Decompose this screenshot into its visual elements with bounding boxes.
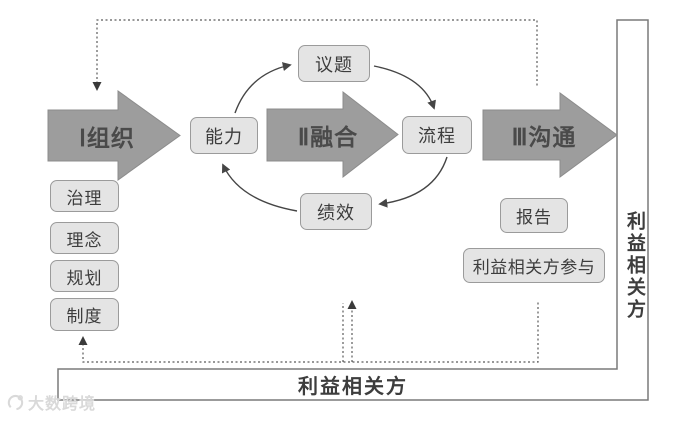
comm-item-report: 报告: [500, 198, 568, 233]
watermark: 大数跨境: [6, 390, 96, 414]
stakeholder-band-right-label: 利益相关方: [624, 211, 645, 321]
org-item-system: 制度: [50, 298, 119, 331]
cycle-arc-capability-to-topics: [234, 62, 292, 114]
stage-label-integrate: Ⅱ融合: [297, 123, 359, 150]
dashed-feedback-top-line: [96, 19, 538, 88]
cycle-arc-performance-to-capability: [221, 163, 298, 212]
dashed-arrowhead-up-icon: [347, 300, 357, 309]
cycle-node-capability: 能力: [190, 117, 258, 154]
org-item-philosophy: 理念: [50, 222, 119, 254]
comm-item-stakeholder-engagement: 利益相关方参与: [463, 248, 605, 283]
org-item-governance: 治理: [50, 180, 119, 212]
stakeholder-band-bottom-label: 利益相关方: [298, 376, 408, 398]
watermark-text: 大数跨境: [28, 396, 97, 413]
dashed-feedback-bottom-line: [82, 301, 539, 363]
cycle-arc-process-to-performance: [378, 156, 448, 208]
stage-label-communicate: Ⅲ沟通: [511, 123, 577, 150]
dashed-arrowhead-down-icon: [92, 82, 102, 91]
cycle-node-performance: 绩效: [300, 193, 372, 230]
stage-arrow-integrate-shape: [266, 90, 399, 179]
stage-arrow-communicate-shape: [482, 92, 618, 178]
cycle-node-topics: 议题: [298, 45, 370, 82]
dashed-arrowhead-up-icon: [78, 336, 88, 345]
watermark-logo-icon: [7, 394, 24, 410]
cycle-arc-topics-to-process: [373, 65, 436, 110]
cycle-node-process: 流程: [402, 116, 472, 154]
stakeholder-band-shape: [57, 19, 649, 401]
org-item-planning: 规划: [50, 260, 119, 292]
stage-arrow-organize-shape: [47, 90, 181, 181]
stage-label-organize: Ⅰ组织: [79, 124, 135, 151]
